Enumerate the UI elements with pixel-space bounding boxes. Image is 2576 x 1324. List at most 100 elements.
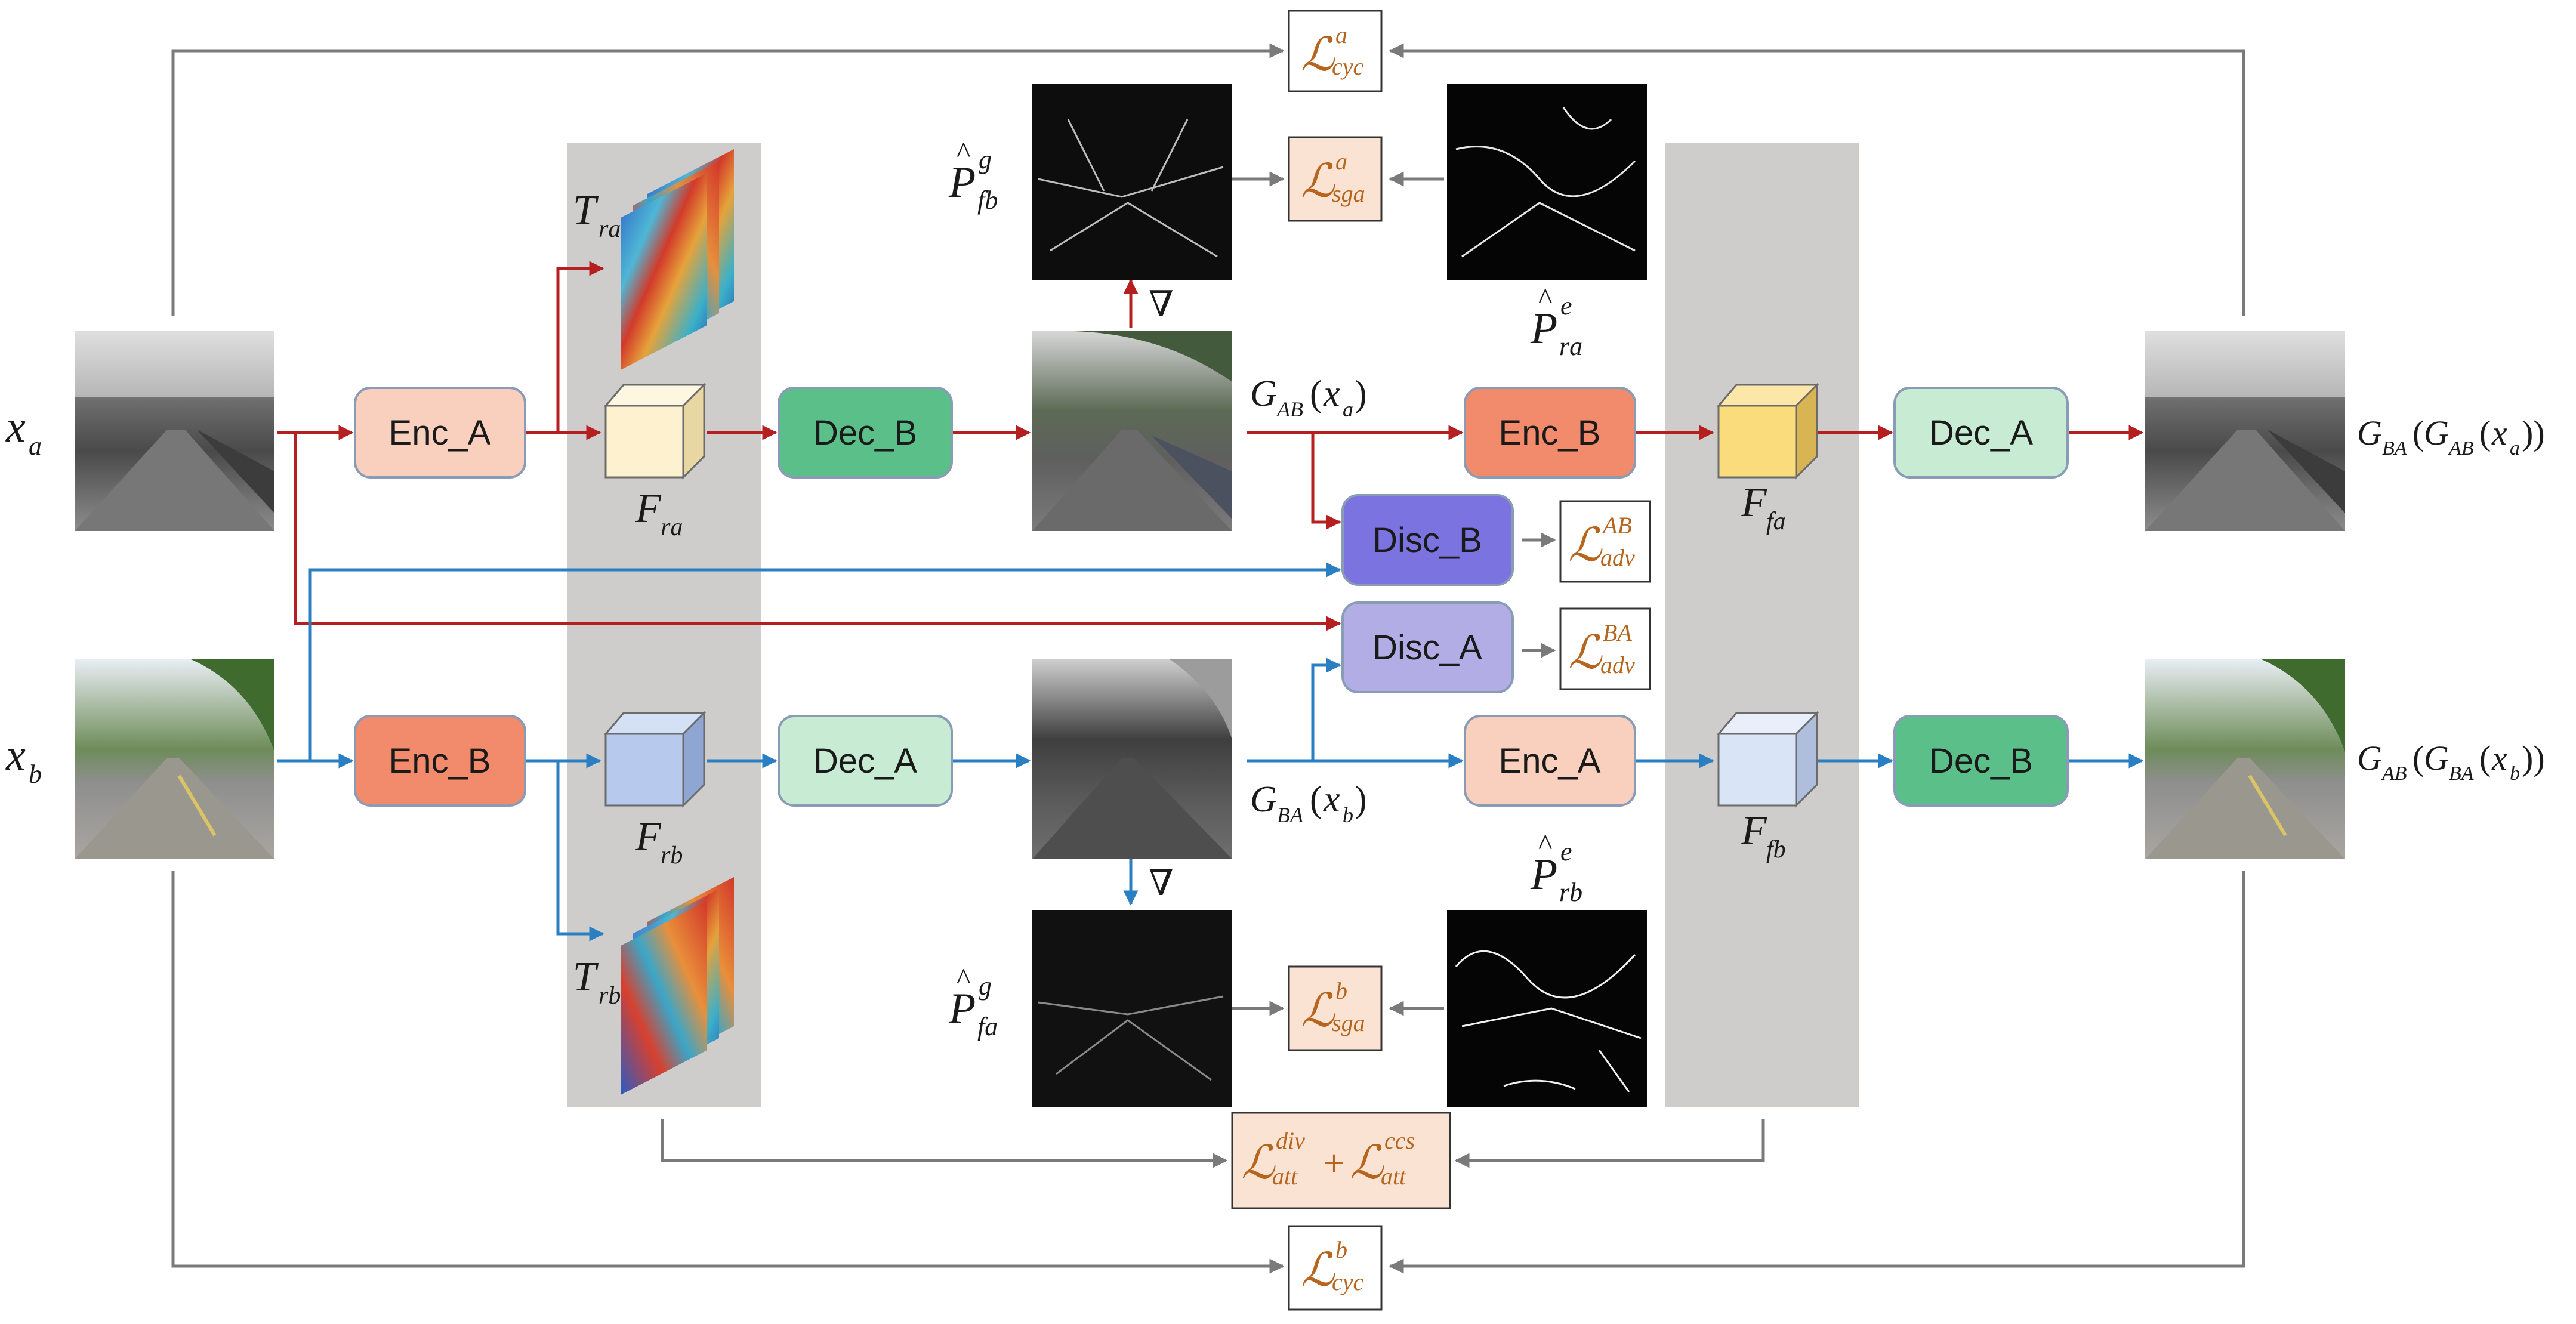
svg-text:adv: adv xyxy=(1600,544,1635,571)
block-label: Disc_B xyxy=(1372,521,1482,560)
svg-text:P: P xyxy=(1530,304,1557,353)
block-enc-a-bottom: Enc_A xyxy=(1464,715,1636,807)
right-feature-panel xyxy=(1665,143,1859,1107)
block-disc-a: Disc_A xyxy=(1341,601,1514,693)
loss-att: ℒ div att + ℒ ccs att xyxy=(1231,1112,1451,1209)
svg-text:g: g xyxy=(979,145,992,174)
block-label: Enc_A xyxy=(1499,742,1601,780)
svg-text:T: T xyxy=(573,954,599,1000)
loss-cyc-a: ℒ a cyc xyxy=(1288,10,1383,92)
nabla-top: ∇ xyxy=(1149,285,1174,324)
label-f-fb: F fb xyxy=(1741,808,1786,863)
svg-text:fa: fa xyxy=(977,1012,998,1041)
block-dec-a-top: Dec_A xyxy=(1893,387,2069,479)
block-disc-b: Disc_B xyxy=(1341,494,1514,586)
label-p-fa-g: P ^ g fa xyxy=(948,962,998,1041)
svg-text:T: T xyxy=(573,187,599,233)
red-xa-to-disc-a xyxy=(294,433,1341,631)
svg-text:): ) xyxy=(1355,779,1367,820)
cube-f-fb xyxy=(1716,711,1819,808)
blue-xb-to-disc-b xyxy=(308,562,1341,761)
block-label: Dec_B xyxy=(1929,742,2033,780)
svg-text:e: e xyxy=(1560,837,1572,866)
svg-text:b: b xyxy=(1343,803,1353,827)
svg-text:ℒ: ℒ xyxy=(1241,1137,1276,1189)
block-dec-a-bottom: Dec_A xyxy=(778,715,953,807)
image-p-rb-e xyxy=(1447,910,1647,1107)
svg-text:ra: ra xyxy=(1559,332,1582,361)
block-label: Enc_B xyxy=(1499,413,1601,452)
label-t-ra: T ra xyxy=(573,187,621,243)
loss-adv-ab: ℒ AB adv xyxy=(1559,500,1651,583)
image-p-fa-g xyxy=(1032,910,1232,1107)
block-label: Dec_A xyxy=(1929,413,2033,452)
blue-to-disc-a xyxy=(1311,658,1341,761)
svg-text:b: b xyxy=(29,760,42,789)
image-g-ba-xb xyxy=(1032,659,1232,859)
label-x-b: x b xyxy=(5,731,42,789)
svg-text:b: b xyxy=(2510,763,2520,785)
svg-text:BA: BA xyxy=(1603,619,1632,646)
svg-text:g: g xyxy=(979,971,992,1001)
svg-text:sga: sga xyxy=(1332,180,1365,207)
image-x-b xyxy=(75,659,274,859)
svg-text:(: ( xyxy=(2413,739,2424,777)
svg-text:F: F xyxy=(1741,808,1767,854)
block-label: Enc_A xyxy=(389,413,491,452)
svg-text:x: x xyxy=(1323,779,1340,820)
svg-text:F: F xyxy=(635,814,662,860)
svg-text:att: att xyxy=(1381,1163,1406,1190)
svg-text:a: a xyxy=(29,431,42,461)
label-t-rb: T rb xyxy=(573,954,621,1010)
blue-to-t xyxy=(556,761,604,942)
block-enc-b-bottom: Enc_B xyxy=(354,715,526,807)
att-line-right xyxy=(1454,1119,1765,1168)
svg-text:AB: AB xyxy=(1601,512,1632,539)
image-rec-b xyxy=(2145,659,2345,859)
label-g-ab-xa: G AB ( x a ) xyxy=(1250,374,1367,421)
cube-f-fa xyxy=(1716,382,1819,480)
att-line-left xyxy=(661,1119,1228,1168)
svg-text:F: F xyxy=(1741,480,1767,526)
cyc-a-line-right xyxy=(1389,43,2245,316)
block-dec-b-top: Dec_B xyxy=(778,387,953,479)
svg-text:div: div xyxy=(1276,1127,1305,1154)
svg-text:AB: AB xyxy=(2381,763,2407,785)
svg-text:G: G xyxy=(2424,413,2449,452)
label-p-fb-g: P ^ g fb xyxy=(948,135,998,215)
svg-text:F: F xyxy=(635,486,662,532)
heatmap-t-ra xyxy=(621,149,734,370)
svg-text:sga: sga xyxy=(1332,1010,1365,1036)
block-dec-b-bottom: Dec_B xyxy=(1893,715,2069,807)
svg-text:)): )) xyxy=(2522,413,2545,452)
cyc-a-line xyxy=(171,43,1285,316)
svg-text:fa: fa xyxy=(1766,508,1786,535)
nabla-bottom: ∇ xyxy=(1149,863,1174,903)
svg-text:BA: BA xyxy=(2449,763,2474,785)
block-enc-b-top: Enc_B xyxy=(1464,387,1636,479)
svg-text:^: ^ xyxy=(957,962,970,995)
svg-text:G: G xyxy=(2357,413,2382,452)
label-g-ba-g-ab-xa: G BA ( G AB ( x a )) xyxy=(2357,413,2545,459)
svg-text:^: ^ xyxy=(1538,282,1552,315)
svg-text:fb: fb xyxy=(977,186,998,215)
svg-text:(: ( xyxy=(1310,374,1322,414)
svg-text:e: e xyxy=(1560,291,1572,320)
svg-text:x: x xyxy=(5,403,26,452)
svg-text:G: G xyxy=(2357,739,2382,777)
label-g-ab-g-ba-xb: G AB ( G BA ( x b )) xyxy=(2357,739,2545,785)
svg-text:a: a xyxy=(1343,397,1353,421)
cube-f-rb xyxy=(603,711,707,808)
svg-text:(: ( xyxy=(1310,779,1322,820)
svg-text:)): )) xyxy=(2522,739,2545,777)
label-f-fa: F fa xyxy=(1741,480,1786,535)
svg-text:+: + xyxy=(1324,1143,1344,1184)
svg-text:(: ( xyxy=(2479,413,2491,452)
label-g-ba-xb: G BA ( x b ) xyxy=(1250,779,1367,827)
svg-text:rb: rb xyxy=(661,842,683,869)
svg-text:(: ( xyxy=(2413,413,2424,452)
block-enc-a-top: Enc_A xyxy=(354,387,526,479)
svg-text:adv: adv xyxy=(1600,652,1635,678)
image-p-fb-g xyxy=(1032,84,1232,280)
